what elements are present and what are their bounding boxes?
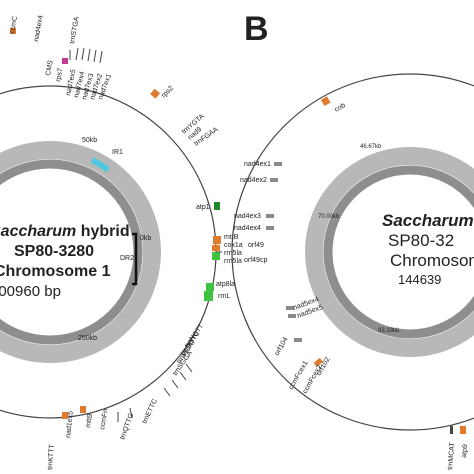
gene-label-nad4ex3: nad4ex3 — [234, 213, 261, 220]
gene-block-nad4ex1 — [274, 162, 282, 166]
right-gc-ring — [305, 147, 474, 357]
panel-label: B — [244, 10, 269, 48]
gene-block-cox1 — [212, 245, 220, 251]
left-dr2-bracket — [132, 232, 138, 286]
left-inner-ring — [0, 159, 143, 345]
left-title-line2: SP80-3280 — [14, 243, 94, 260]
gene-block-cob — [320, 96, 331, 106]
gene-block-rps2 — [150, 88, 160, 99]
right-scale-46kb: 46.67kb — [360, 144, 382, 150]
left-gc-ring — [0, 141, 161, 363]
right-chromosome-map: Saccharum SP80-32 Chromosom 144639 46.67… — [231, 73, 474, 470]
gene-block-nad4ex2 — [270, 178, 278, 182]
gene-ticks-top — [69, 47, 103, 64]
right-inner-ring — [323, 165, 474, 339]
left-ir1-arc — [90, 157, 110, 173]
gene-label-rrnL: rrnL — [218, 293, 231, 300]
right-scale-70kb: 70.00kb — [318, 214, 340, 220]
gene-label-ccmC: ccmC — [9, 16, 19, 35]
gene-label-orf49: orf49 — [248, 242, 264, 249]
gene-label-atp1: atp1 — [196, 204, 210, 211]
gene-block-rrnL — [204, 291, 213, 301]
gene-label-trnETTC: trnETTC — [141, 398, 159, 425]
gene-label-ccmFn: ccmFn — [99, 408, 110, 430]
right-title-line4: 144639 — [398, 272, 441, 287]
gene-label-trnMCAT: trnMCAT — [447, 441, 456, 470]
gene-label-mttB: mttB — [224, 234, 239, 241]
gene-label-rrn5la-2: rrn5la — [224, 258, 242, 265]
left-chromosome-map: Saccharum hybrid SP80-3280 Chromosome 1 … — [0, 15, 267, 470]
left-scale-50kb: 50kb — [82, 137, 97, 144]
gene-label-rps7: rps7 — [55, 68, 64, 83]
gene-label-trnKTTT: trnKTTT — [47, 443, 56, 470]
gene-block-rrn5 — [212, 252, 220, 260]
gene-block-ccmC — [10, 28, 16, 34]
gene-block-trnMCAT — [450, 426, 453, 434]
gene-block-nad5ex4 — [286, 306, 294, 310]
gene-block-nad5ex5 — [288, 314, 296, 318]
left-scale-0kb: 0kb — [140, 235, 151, 242]
gene-label-atp9: atp9 — [461, 444, 469, 458]
right-title-line2: SP80-32 — [388, 231, 454, 250]
right-title-line1: Saccharum — [382, 211, 474, 230]
gene-block-nad4ex3 — [266, 214, 274, 218]
gene-label-atp8la: atp8la — [216, 281, 235, 288]
gene-label-nad4ex4: nad4ex4 — [33, 15, 45, 43]
right-scale-93kb: 93.33kb — [378, 328, 400, 334]
gene-block-orf104 — [294, 338, 302, 342]
gene-label-rps2: rps2 — [160, 85, 175, 100]
gene-block-CMS — [62, 58, 68, 64]
gene-label-nad4ex2: nad4ex2 — [240, 177, 267, 184]
right-title-line3: Chromosom — [390, 251, 474, 270]
gene-label-CMS: CMS — [45, 59, 55, 76]
gene-block-nad1ex5 — [62, 412, 68, 419]
gene-block-ccmFc — [313, 357, 323, 367]
left-feature-ir1: IR1 — [112, 149, 123, 156]
gene-ticks-bottom — [117, 363, 193, 422]
left-feature-dr2: DR2 — [120, 255, 134, 262]
left-title-line4: 300960 bp — [0, 283, 61, 300]
right-center — [333, 175, 474, 329]
gene-block-mttB — [213, 236, 221, 244]
left-title-line1: Saccharum hybrid — [0, 223, 130, 240]
left-center — [0, 169, 133, 335]
gene-label-nad4ex1: nad4ex1 — [244, 161, 271, 168]
gene-label-mttB-bottom: mttB — [85, 413, 94, 429]
gene-label-orf49cp: orf49cp — [244, 257, 267, 264]
gene-label-rrn5la-1: rrn5la — [224, 250, 242, 257]
gene-block-mttB-bottom — [80, 406, 86, 413]
gene-block-atp8 — [206, 283, 214, 291]
gene-label-cox1a: cox1a — [224, 242, 243, 249]
gene-block-nad4ex4 — [266, 226, 274, 230]
gene-label-trnQTTG: trnQTTG — [119, 412, 135, 440]
gene-label-cob: cob — [334, 102, 347, 114]
gene-label-trnSTGA: trnSTGA — [69, 16, 81, 44]
left-title-line3: Chromosome 1 — [0, 263, 111, 280]
right-outer-circle — [231, 73, 474, 431]
gene-label-orf104: orf104 — [274, 336, 290, 357]
gene-block-atp9 — [460, 426, 466, 434]
gene-label-nad1ex5: nad1ex5 — [65, 411, 75, 439]
left-scale-250kb: 250kb — [78, 335, 97, 342]
gene-block-atp1 — [214, 202, 220, 210]
gene-label-nad4ex4: nad4ex4 — [234, 225, 261, 232]
